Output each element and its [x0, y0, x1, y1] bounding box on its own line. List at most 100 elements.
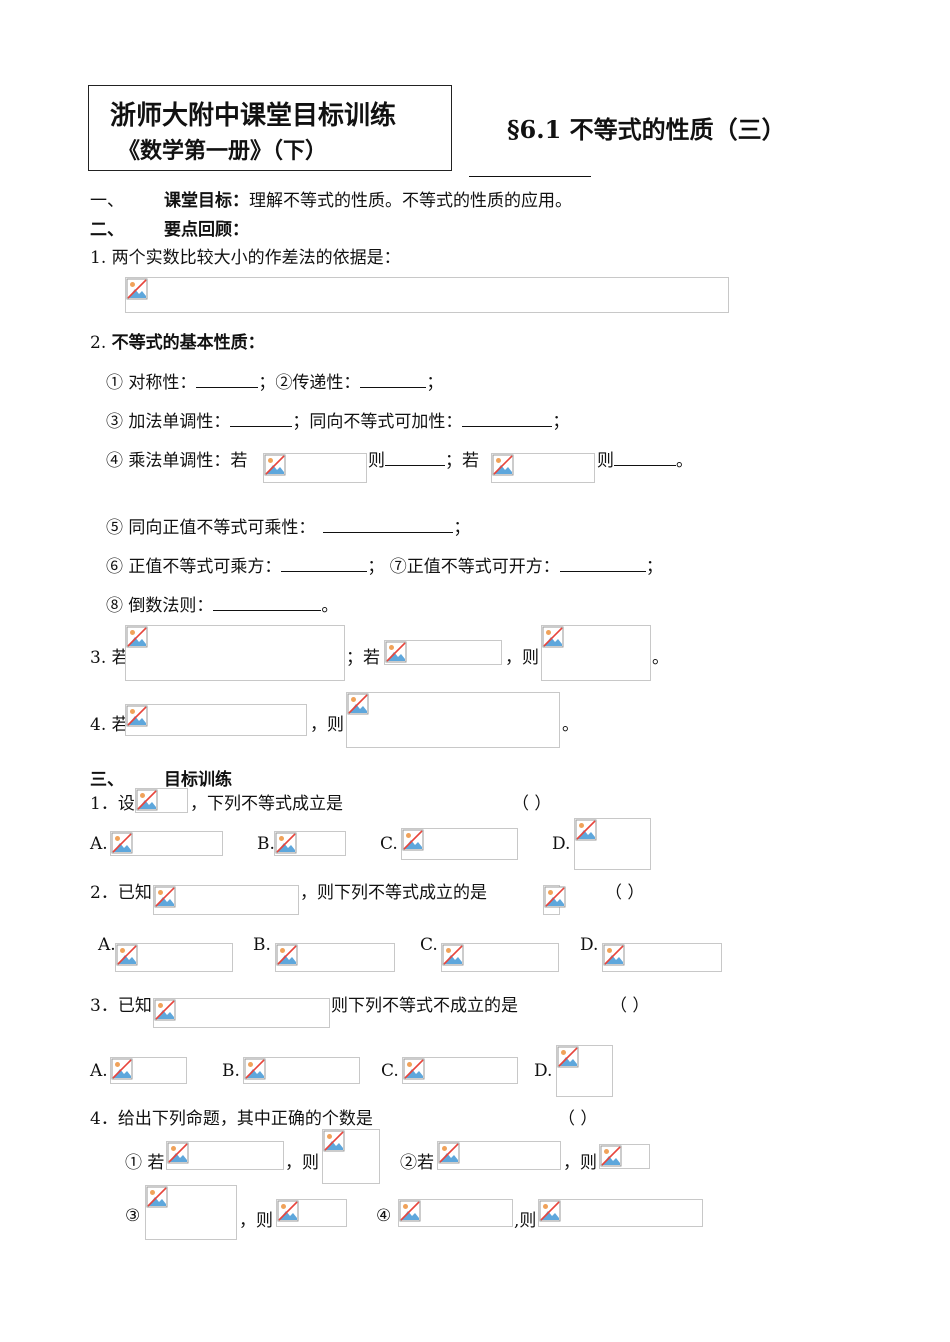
answer-blank[interactable]	[196, 371, 259, 388]
formula-image	[491, 453, 595, 483]
option-a-label: A.	[90, 834, 108, 854]
review-q3-d: 。	[652, 648, 669, 668]
separator: ；	[552, 412, 570, 432]
answer-blank[interactable]	[323, 516, 454, 533]
formula-image[interactable]	[402, 1057, 518, 1084]
broken-image-icon	[277, 1200, 299, 1227]
broken-image-icon	[542, 626, 564, 653]
formula-image[interactable]	[110, 1057, 187, 1084]
formula-image[interactable]	[274, 831, 346, 856]
addition-label: ③ 加法单调性：	[106, 412, 231, 432]
broken-image-icon	[539, 1200, 561, 1227]
section-1-number: 一、	[90, 191, 124, 211]
prop-2-if: ②若	[400, 1153, 434, 1173]
answer-blank[interactable]	[462, 410, 553, 427]
train-q2: 2．已知	[90, 883, 152, 903]
formula-image	[135, 788, 188, 813]
page-title: §6.1 不等式的性质（三）	[507, 115, 786, 144]
prop-4-then: ,则	[514, 1211, 537, 1231]
broken-image-icon	[126, 278, 148, 305]
option-b-label: B.	[253, 935, 271, 955]
section-1-label: 课堂目标：	[164, 191, 249, 211]
option-c-label: C.	[381, 1061, 399, 1081]
broken-image-icon	[323, 1130, 345, 1157]
formula-image[interactable]	[243, 1057, 360, 1084]
broken-image-icon	[600, 1145, 622, 1172]
book-title: 《数学第一册》（下）	[118, 139, 328, 164]
section-1-text: 理解不等式的性质。不等式的性质的应用。	[249, 191, 572, 211]
broken-image-icon	[403, 1058, 425, 1085]
broken-image-icon	[442, 944, 464, 971]
option-b-label: B.	[222, 1061, 240, 1081]
formula-image[interactable]	[401, 828, 518, 860]
broken-image-icon	[111, 832, 133, 859]
answer-bracket[interactable]: （ ）	[558, 1109, 598, 1129]
formula-image	[543, 885, 566, 915]
broken-image-icon	[154, 886, 176, 913]
answer-blank[interactable]	[360, 371, 427, 388]
broken-image-icon	[154, 999, 176, 1026]
formula-image[interactable]	[602, 943, 722, 972]
formula-image[interactable]	[574, 818, 651, 870]
prop-3-num: ③	[125, 1206, 141, 1226]
multiplicativity-label: ⑤ 同向正值不等式可乘性：	[106, 518, 316, 538]
answer-blank[interactable]	[230, 410, 293, 427]
symmetry-label: ① 对称性：	[106, 373, 197, 393]
train-q1-text: ，下列不等式成立是	[190, 794, 343, 814]
formula-image	[322, 1129, 380, 1184]
formula-image	[398, 1199, 513, 1227]
option-d-label: D.	[552, 834, 571, 854]
property-line-5: ⑤ 同向正值不等式可乘性： ；	[106, 513, 470, 538]
broken-image-icon	[399, 1200, 421, 1227]
option-a-label: A.	[90, 1061, 108, 1081]
formula-image	[599, 1144, 650, 1169]
section-2-label: 要点回顾：	[164, 220, 249, 240]
answer-bracket[interactable]: （ ）	[605, 883, 645, 903]
property-4-a: ④ 乘法单调性：若	[106, 451, 248, 471]
formula-image	[541, 625, 651, 681]
section-1-line: 课堂目标：理解不等式的性质。不等式的性质的应用。	[164, 186, 572, 211]
power-label: ⑥ 正值不等式可乘方：	[106, 557, 282, 577]
formula-image	[166, 1141, 284, 1170]
period: 。	[676, 451, 693, 471]
formula-image	[263, 453, 367, 483]
option-c-label: C.	[420, 935, 438, 955]
review-q2-label: 不等式的基本性质：	[111, 333, 265, 353]
property-line-6: ⑥ 正值不等式可乘方：； ⑦正值不等式可开方：；	[106, 552, 663, 577]
transitivity-label: ；②传递性：	[258, 373, 361, 393]
answer-blank[interactable]	[281, 555, 368, 572]
broken-image-icon	[111, 1058, 133, 1085]
answer-blank[interactable]	[385, 449, 445, 466]
answer-blank[interactable]	[559, 555, 646, 572]
answer-bracket[interactable]: （ ）	[512, 794, 552, 814]
then-word: 则	[597, 451, 614, 471]
formula-image[interactable]	[110, 831, 223, 856]
train-q1: 1．设	[90, 794, 135, 814]
formula-image	[437, 1141, 561, 1170]
review-q3-c: ，则	[505, 648, 539, 668]
train-q3-text: 则下列不等式不成立的是	[331, 996, 518, 1016]
broken-image-icon	[136, 789, 158, 816]
formula-image[interactable]	[556, 1045, 613, 1097]
broken-image-icon	[544, 886, 566, 913]
prop-1-then: ，则	[285, 1153, 319, 1173]
review-q4-c: 。	[562, 715, 579, 735]
answer-bracket[interactable]: （ ）	[610, 996, 650, 1016]
formula-image[interactable]	[441, 943, 559, 972]
broken-image-icon	[438, 1142, 460, 1169]
broken-image-icon	[126, 626, 148, 653]
answer-blank[interactable]	[213, 594, 322, 611]
formula-image[interactable]	[115, 943, 233, 972]
answer-blank[interactable]	[614, 449, 676, 466]
formula-image	[153, 885, 299, 915]
section-3-label: 目标训练	[164, 770, 232, 790]
property-line-3: ③ 加法单调性：；同向不等式可加性：；	[106, 407, 569, 432]
formula-image	[384, 640, 502, 665]
review-q3-b: ；若	[346, 648, 380, 668]
broken-image-icon	[402, 829, 424, 856]
review-q2: 2. 不等式的基本性质：	[90, 328, 265, 353]
section-2-number: 二、	[90, 220, 124, 240]
formula-image[interactable]	[275, 943, 395, 972]
separator: ；	[453, 518, 471, 538]
review-q3-a: 3. 若	[90, 648, 129, 668]
